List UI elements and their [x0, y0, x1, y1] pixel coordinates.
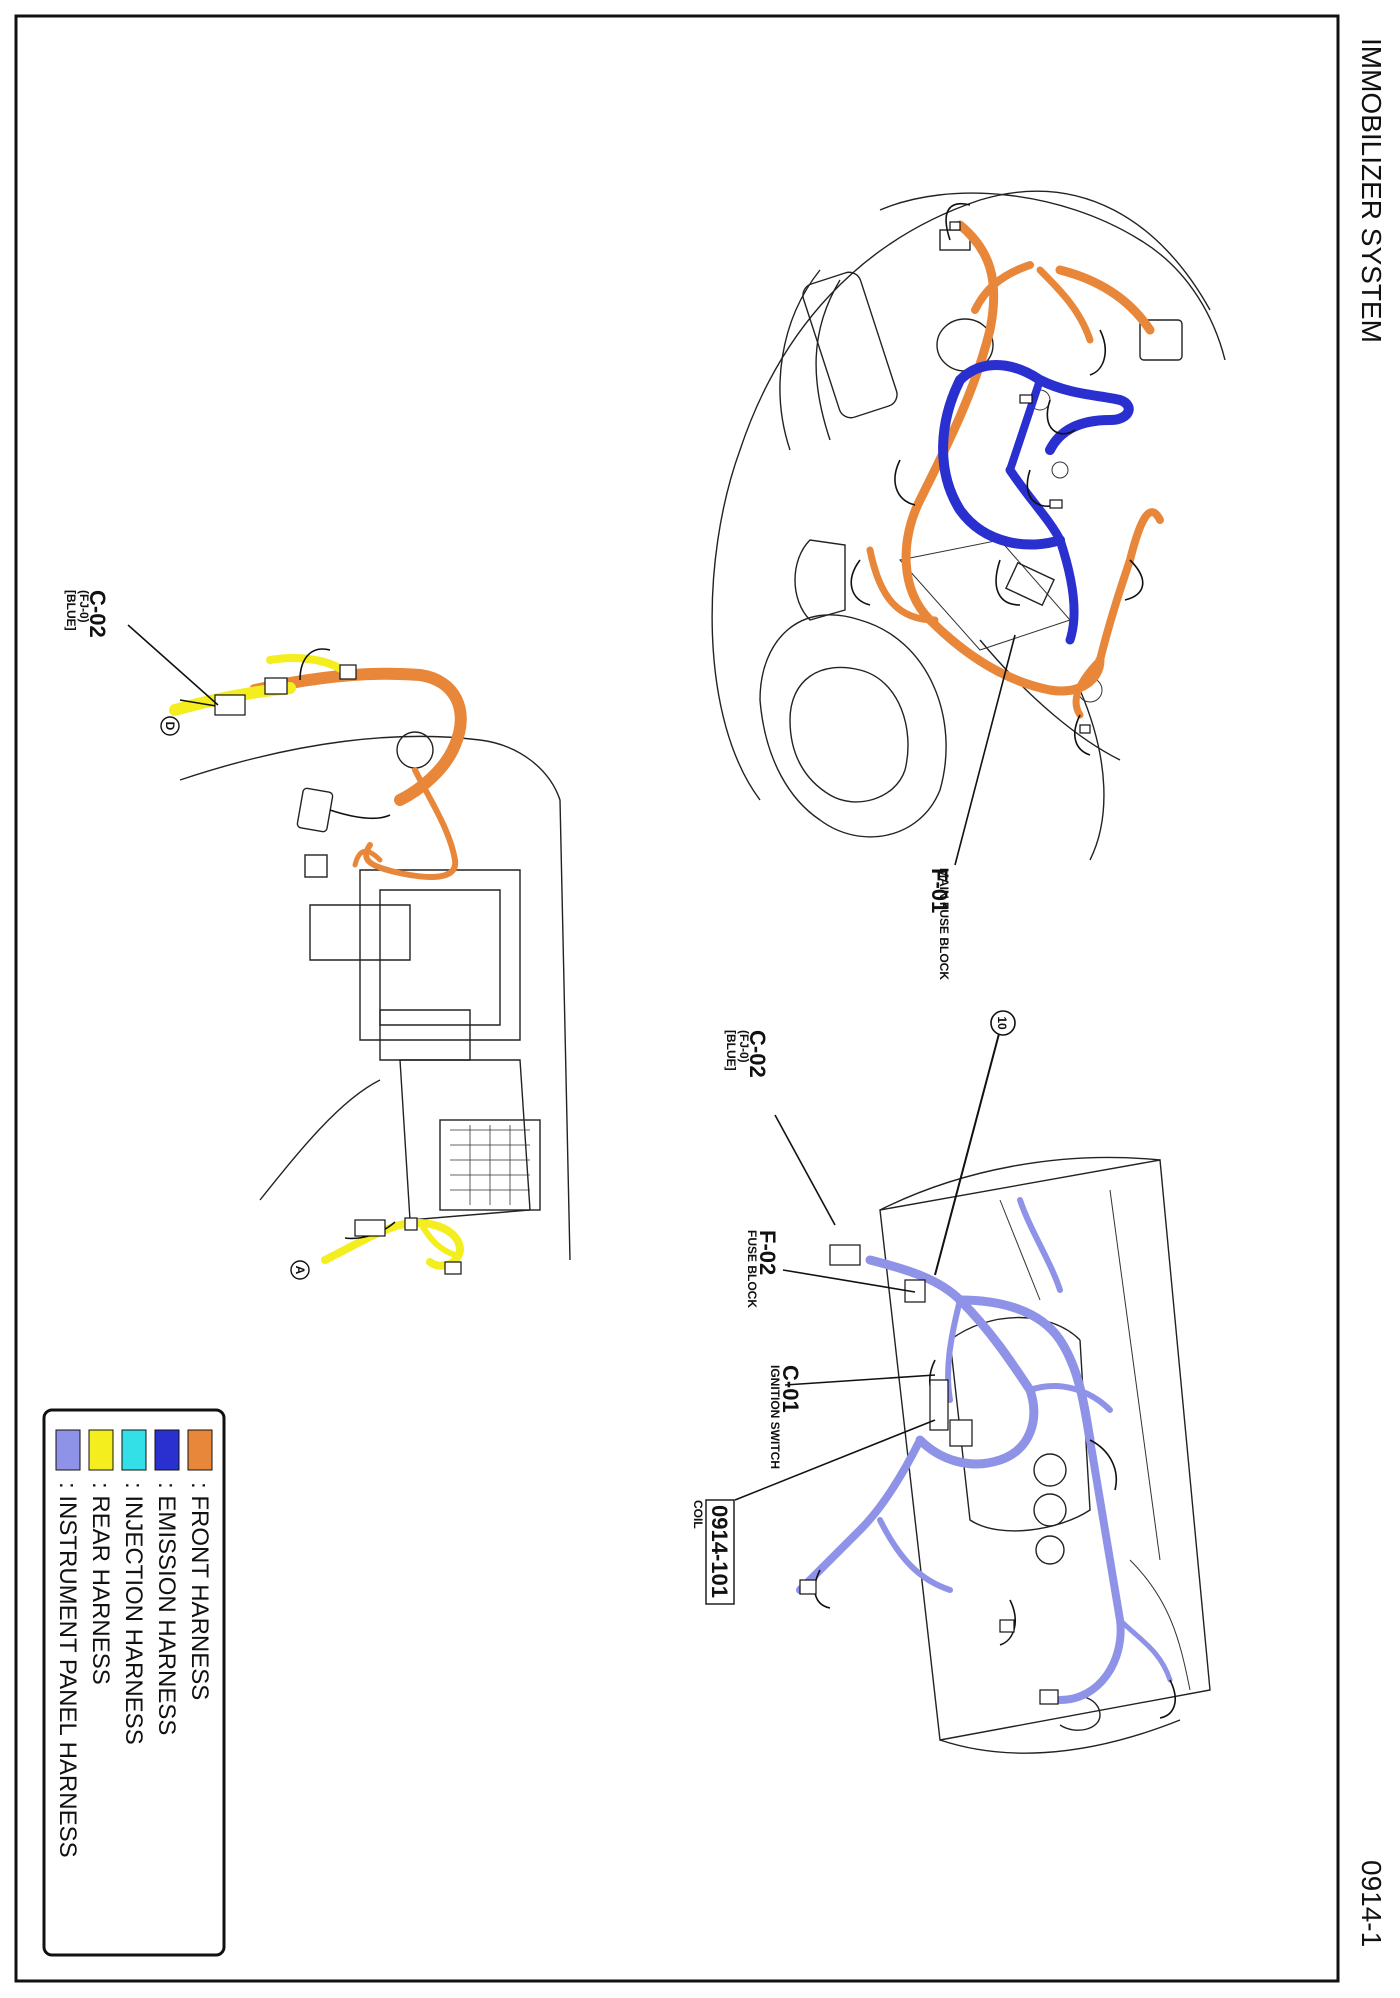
- panel-c02-sub2: [BLUE]: [724, 1030, 738, 1071]
- circle-a-marker: [290, 1260, 310, 1280]
- c01-desc: IGNITION SWITCH: [768, 1365, 782, 1469]
- legend-swatch: [88, 1429, 114, 1471]
- instrument-harness: [796, 1197, 1173, 1704]
- legend-label: : INSTRUMENT PANEL HARNESS: [54, 1482, 81, 1858]
- legend-swatch: [121, 1429, 147, 1471]
- legend: : FRONT HARNESS: EMISSION HARNESS: INJEC…: [42, 1408, 226, 1957]
- legend-swatch: [55, 1429, 81, 1471]
- circle-d-label: D: [163, 722, 177, 731]
- f02-code: F-02: [755, 1230, 780, 1275]
- coil-desc: COIL: [691, 1500, 705, 1529]
- dash-left-illustration: [179, 731, 571, 1261]
- f02-desc: FUSE BLOCK: [745, 1230, 759, 1308]
- left-c02-code: C-02: [85, 590, 110, 638]
- coil-leader: [734, 1419, 936, 1501]
- emission-harness-engine: [938, 360, 1134, 645]
- legend-label: : REAR HARNESS: [87, 1482, 114, 1685]
- circle-d-marker: [160, 716, 180, 736]
- page-number: 0914-1: [1356, 1860, 1387, 1947]
- panel-c02-code: C-02: [745, 1030, 770, 1078]
- front-harness-left: [249, 667, 467, 880]
- page-title: IMMOBILIZER SYSTEM: [1356, 38, 1387, 343]
- coil-code: 0914-101: [707, 1505, 732, 1598]
- circle-a-label: A: [293, 1266, 307, 1275]
- circle-10-label: 10: [995, 1016, 1009, 1030]
- circle-10-marker: [990, 1010, 1016, 1036]
- c01-leader: [784, 1374, 936, 1386]
- left-c02-leader: [127, 624, 219, 706]
- page-border: [14, 14, 1340, 1983]
- legend-label: : FRONT HARNESS: [186, 1482, 213, 1700]
- coil-box: [705, 1499, 735, 1605]
- engine-wires: [850, 203, 1144, 756]
- legend-box: [42, 1408, 226, 1957]
- legend-label: : INJECTION HARNESS: [120, 1482, 147, 1745]
- legend-swatch: [187, 1429, 213, 1471]
- left-c02-sub1: (FJ-0): [77, 590, 91, 623]
- instrument-panel-illustration: [879, 1156, 1211, 1754]
- legend-swatch: [154, 1429, 180, 1471]
- circle-10-leader: [934, 1029, 1001, 1276]
- panel-c02-leader: [774, 1114, 836, 1226]
- f01-desc: MAIN FUSE BLOCK: [937, 868, 951, 980]
- f01-code: F-01: [927, 868, 952, 913]
- rear-harness-left: [169, 654, 464, 1270]
- f01-leader-line: [954, 634, 1016, 866]
- legend-label: : EMISSION HARNESS: [153, 1482, 180, 1735]
- left-c02-sub2: [BLUE]: [64, 590, 78, 631]
- panel-c02-sub1: (FJ-0): [737, 1030, 751, 1063]
- instrument-wires: [799, 1244, 1176, 1719]
- c01-code: C-01: [778, 1365, 803, 1413]
- f02-leader: [782, 1269, 916, 1293]
- left-wires: [179, 648, 462, 1275]
